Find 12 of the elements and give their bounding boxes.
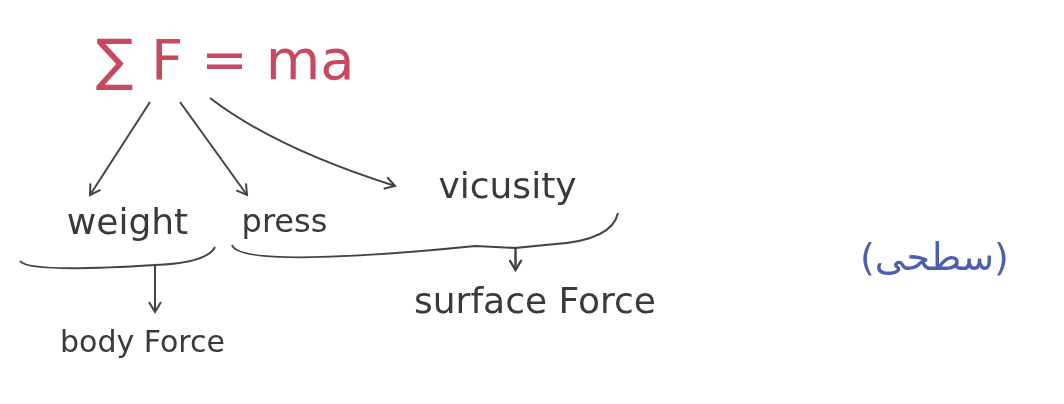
arrow	[508, 212, 619, 271]
node-label: surface Force	[414, 279, 656, 321]
node-label: vicusity	[438, 165, 577, 206]
formula: ∑ F = ma	[95, 26, 355, 92]
node-label: weight	[66, 200, 189, 242]
arrow	[19, 246, 216, 313]
arrow	[209, 97, 396, 190]
annotation-text: (سطحی)	[860, 235, 1009, 279]
node-label: press	[241, 202, 328, 240]
arrow	[179, 101, 248, 196]
node-label: body Force	[60, 323, 225, 359]
arrow	[89, 101, 151, 196]
